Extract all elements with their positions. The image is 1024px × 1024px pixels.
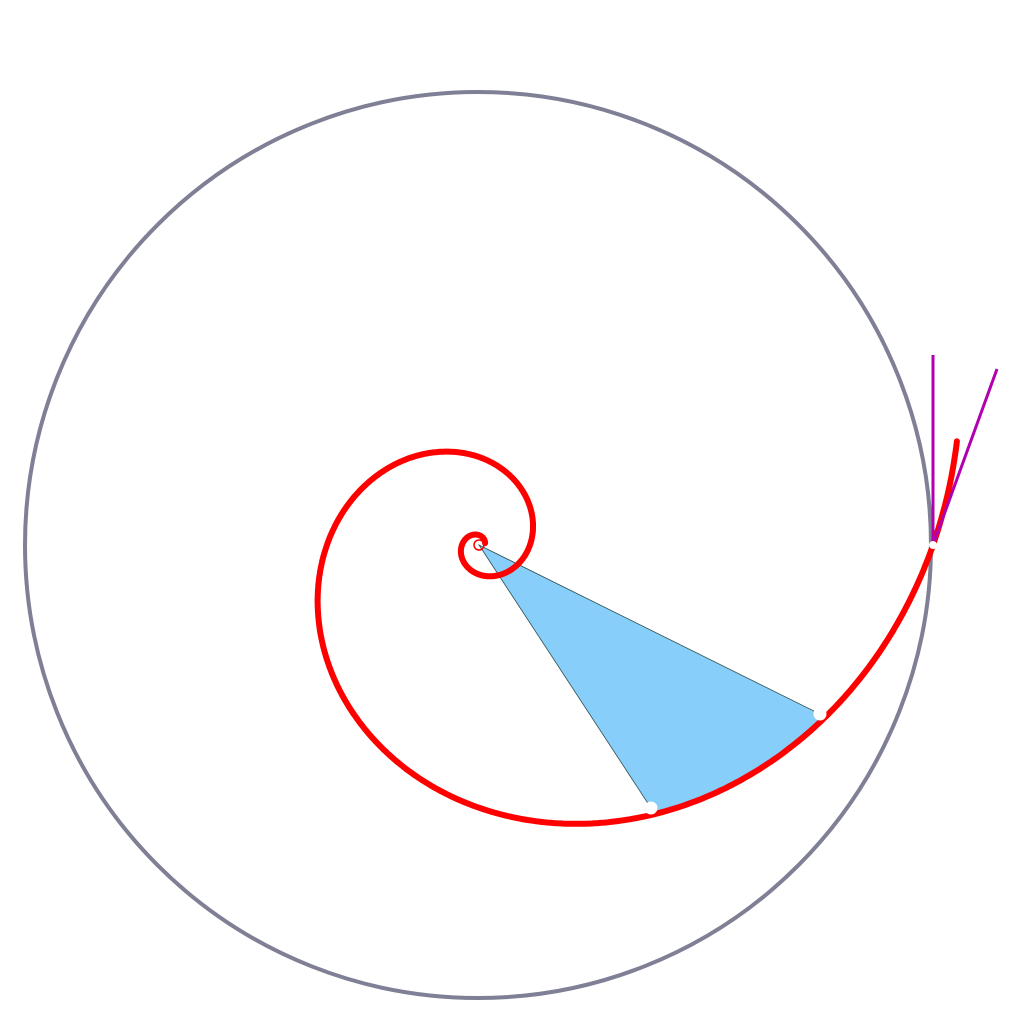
bounding-circle: [23, 90, 933, 1000]
marker-point: [644, 801, 658, 815]
spiral-pole: [473, 539, 485, 551]
tangent-line: [931, 368, 999, 546]
shaded-sector: [477, 543, 827, 815]
marker-point: [813, 707, 827, 721]
marker-point: [929, 541, 937, 549]
spiral-curve: [314, 438, 960, 827]
